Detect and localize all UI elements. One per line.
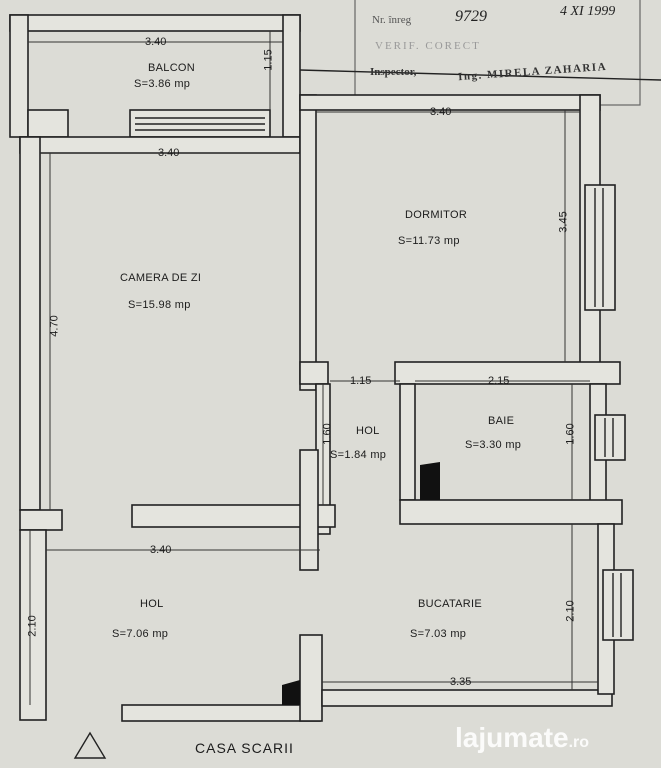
- wall: [19, 529, 47, 721]
- dim-baie-depth: 1.60: [564, 423, 577, 445]
- wall: [121, 704, 321, 722]
- stamp-reg-number: 9729: [455, 8, 487, 25]
- room-area-bucatarie: S=7.03 mp: [410, 628, 467, 640]
- room-name-balcon: BALCON: [148, 62, 196, 74]
- watermark-brand: lajumate: [455, 722, 569, 753]
- wall: [394, 361, 621, 385]
- wall: [282, 14, 301, 138]
- wall: [321, 689, 613, 707]
- wall: [399, 383, 416, 501]
- stamp-reg-label: Nr. înreg: [372, 14, 412, 26]
- window: [129, 109, 271, 138]
- dim-dormitor-depth: 3.45: [557, 211, 570, 233]
- window: [602, 569, 634, 641]
- dimension-lines: [28, 31, 598, 705]
- stamp-date: 4 XI 1999: [560, 4, 616, 19]
- wall: [27, 109, 69, 138]
- dim-camera-width: 3.40: [158, 147, 180, 159]
- wall: [299, 634, 323, 722]
- casa-scarii-label: CASA SCARII: [195, 740, 294, 756]
- wall: [19, 509, 63, 531]
- dim-hol-mic-width: 1.15: [350, 375, 372, 387]
- dim-baie-width: 2.15: [488, 375, 510, 387]
- room-area-dormitor: S=11.73 mp: [398, 235, 460, 247]
- wall: [131, 504, 336, 528]
- window: [594, 414, 626, 461]
- dim-hol-mic-depth: 1.60: [321, 423, 334, 445]
- wall: [9, 14, 29, 138]
- wall: [299, 94, 317, 391]
- shaft-icon: [282, 680, 300, 705]
- watermark: lajumate.ro: [455, 722, 589, 754]
- room-name-camera: CAMERA DE ZI: [120, 272, 202, 284]
- room-area-hol-mic: S=1.84 mp: [330, 449, 387, 461]
- room-area-baie: S=3.30 mp: [465, 439, 522, 451]
- wall: [299, 449, 319, 571]
- room-area-balcon: S=3.86 mp: [134, 78, 191, 90]
- dim-bucatarie-width: 3.35: [450, 676, 472, 688]
- room-area-camera: S=15.98 mp: [128, 299, 191, 311]
- dim-balcon-depth: 1.15: [262, 49, 275, 71]
- outer-line: [299, 69, 661, 81]
- watermark-tld: .ro: [568, 734, 590, 751]
- room-area-hol: S=7.06 mp: [112, 628, 169, 640]
- wall: [9, 14, 301, 32]
- north-triangle-icon: [73, 731, 107, 759]
- wall: [399, 499, 623, 525]
- dim-hol-depth: 2.10: [26, 615, 39, 637]
- dim-bucatarie-depth: 2.10: [564, 600, 577, 622]
- room-name-bucatarie: BUCATARIE: [418, 598, 483, 610]
- stamp-verified: VERIF. CORECT: [375, 40, 481, 52]
- room-name-hol-mic: HOL: [356, 425, 380, 437]
- room-name-baie: BAIE: [488, 415, 515, 427]
- room-name-dormitor: DORMITOR: [405, 209, 468, 221]
- dim-camera-depth: 4.70: [48, 315, 61, 337]
- stamp-inspector: Inspector,: [370, 66, 417, 78]
- wall: [299, 361, 329, 385]
- dim-balcon-width: 3.40: [145, 36, 167, 48]
- dim-dormitor-width: 3.40: [430, 106, 452, 118]
- wall: [19, 136, 41, 511]
- window: [584, 184, 616, 311]
- dim-hol-width: 3.40: [150, 544, 172, 556]
- shaft-icon: [420, 462, 440, 500]
- room-name-hol: HOL: [140, 598, 164, 610]
